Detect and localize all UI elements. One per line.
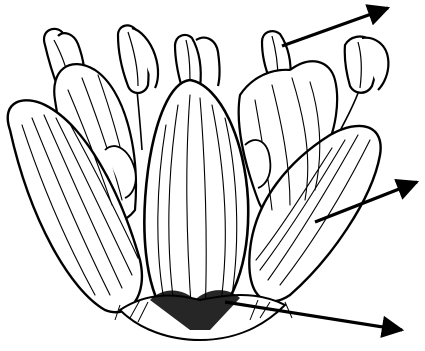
flower-diagram bbox=[0, 0, 425, 351]
